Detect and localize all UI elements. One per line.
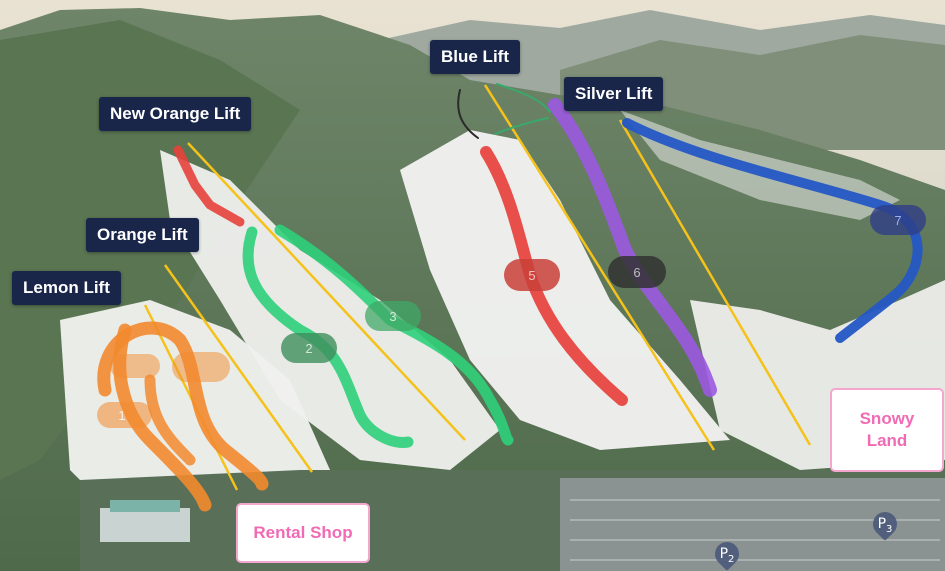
place-label-rental-shop[interactable]: Rental Shop [236, 503, 370, 563]
parking-marker-p3[interactable]: P3 [868, 507, 902, 541]
lodge-building [100, 508, 190, 542]
green-arrow [496, 83, 551, 113]
new-orange-lift-line [187, 142, 466, 441]
run-badge-5-text: 5 [528, 268, 535, 283]
run-purple [548, 98, 717, 397]
parking-p3-label: P3 [877, 516, 893, 535]
run-badge-6-text: 6 [633, 265, 640, 280]
run-badge-1b [172, 352, 230, 382]
run-badge-3-text: 3 [389, 309, 396, 324]
run-badge-1-text: 1 [118, 408, 125, 423]
green-arrow-2 [494, 117, 549, 135]
snowy-land-line-1: Snowy [859, 409, 915, 428]
run-badge-1 [97, 402, 152, 428]
snow-slope-center [400, 130, 730, 450]
run-badge-7-text: 7 [894, 213, 901, 228]
run-orange-c [144, 374, 196, 466]
run-badge-2-text: 2 [305, 341, 312, 356]
run-badge-3 [365, 301, 421, 331]
run-badge-1c [110, 354, 160, 378]
run-badge-2 [281, 333, 337, 363]
silver-lift-line [618, 119, 812, 446]
run-badge-6 [608, 256, 666, 288]
dark-arrow [457, 89, 479, 139]
lift-label-lemon[interactable]: Lemon Lift [12, 271, 121, 305]
run-badge-5 [504, 259, 560, 291]
snowy-land-line-2: Land [866, 431, 908, 450]
snow-slope-green [160, 150, 500, 470]
run-green-3 [274, 224, 514, 446]
run-new-orange [173, 145, 245, 227]
lift-label-blue[interactable]: Blue Lift [430, 40, 520, 74]
orange-lift-line [163, 264, 314, 473]
lift-label-new-orange[interactable]: New Orange Lift [99, 97, 252, 131]
place-label-snowy-land[interactable]: Snowy Land [830, 388, 944, 472]
lift-label-silver[interactable]: Silver Lift [564, 77, 664, 111]
parking-stripes [570, 499, 940, 561]
lodge-roof [110, 500, 180, 512]
run-badge-7 [870, 205, 926, 235]
run-badges: 1 2 3 5 6 7 [97, 205, 926, 428]
parking-marker-p2[interactable]: P2 [710, 537, 744, 571]
lift-label-orange[interactable]: Orange Lift [86, 218, 199, 252]
blue-lift-line [483, 84, 716, 451]
parking-p2-label: P2 [719, 546, 735, 565]
